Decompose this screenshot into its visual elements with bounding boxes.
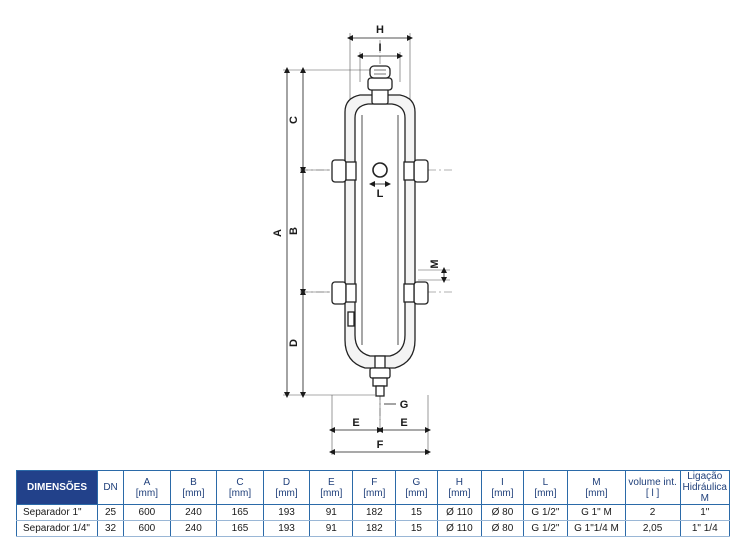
table-cell: 1" 1/4 <box>679 520 731 537</box>
table-cell: 2,05 <box>624 520 681 537</box>
header-i: I[mm] <box>481 470 524 505</box>
table-cell: Ø 80 <box>481 504 524 521</box>
dim-label-g: G <box>400 399 409 411</box>
dim-label-e-left: E <box>352 417 359 429</box>
table-cell: Separador 1" <box>16 504 98 521</box>
table-cell: Ø 110 <box>436 520 483 537</box>
table-cell: 193 <box>262 520 311 537</box>
header-a: A[mm] <box>123 470 171 505</box>
table-cell: 600 <box>123 520 171 537</box>
table-cell: 182 <box>352 520 397 537</box>
table-cell: 91 <box>309 504 354 521</box>
header-g: G[mm] <box>395 470 438 505</box>
header-f: F[mm] <box>352 470 397 505</box>
table-header-row: DIMENSÕES DN A[mm] B[mm] C[mm] D[mm] E[m… <box>16 470 731 505</box>
separator-technical-drawing: H I C A B D L M G E E F <box>272 24 455 455</box>
table-cell: 165 <box>216 504 264 521</box>
header-c: C[mm] <box>216 470 264 505</box>
dim-label-a: A <box>272 229 284 237</box>
table-cell: 15 <box>395 504 438 521</box>
header-b: B[mm] <box>169 470 218 505</box>
table-cell: 182 <box>352 504 397 521</box>
table-cell: 15 <box>395 520 438 537</box>
table-cell: 165 <box>216 520 264 537</box>
dim-label-i: I <box>378 42 381 54</box>
table-cell: 32 <box>96 520 125 537</box>
table-cell: 240 <box>169 504 218 521</box>
dim-label-m: M <box>429 259 441 268</box>
table-cell: G 1/2" <box>522 504 569 521</box>
header-d: D[mm] <box>262 470 311 505</box>
header-dn: DN <box>96 470 125 505</box>
table-cell: 193 <box>262 504 311 521</box>
dimensions-table: DIMENSÕES DN A[mm] B[mm] C[mm] D[mm] E[m… <box>16 470 731 537</box>
dimension-lines <box>284 35 447 455</box>
table-cell: 2 <box>624 504 681 521</box>
table-cell: 91 <box>309 520 354 537</box>
header-dimensoes: DIMENSÕES <box>16 470 98 505</box>
table-cell: 600 <box>123 504 171 521</box>
header-m: M[mm] <box>567 470 626 505</box>
table-cell: G 1/2" <box>522 520 569 537</box>
dim-label-h: H <box>376 24 384 36</box>
table-cell: 1" <box>679 504 731 521</box>
table-cell: 25 <box>96 504 125 521</box>
table-cell: 240 <box>169 520 218 537</box>
separator-body <box>331 65 429 397</box>
dim-label-d: D <box>288 339 300 347</box>
header-l: L[mm] <box>522 470 569 505</box>
header-e: E[mm] <box>309 470 354 505</box>
header-volume: volume int.[ l ] <box>624 470 681 505</box>
table-cell: Ø 110 <box>436 504 483 521</box>
table-cell: G 1"1/4 M <box>567 520 626 537</box>
table-cell: Ø 80 <box>481 520 524 537</box>
table-cell: G 1" M <box>567 504 626 521</box>
dim-label-b: B <box>288 227 300 235</box>
table-cell: Separador 1/4" <box>16 520 98 537</box>
dim-label-l: L <box>377 188 384 200</box>
dim-label-e-right: E <box>400 417 407 429</box>
dim-label-f: F <box>377 439 384 451</box>
table-row: Separador 1/4" 32 600 240 165 193 91 182… <box>16 520 731 537</box>
dim-label-c: C <box>288 116 300 124</box>
header-h: H[mm] <box>436 470 483 505</box>
table-row: Separador 1" 25 600 240 165 193 91 182 1… <box>16 504 731 521</box>
